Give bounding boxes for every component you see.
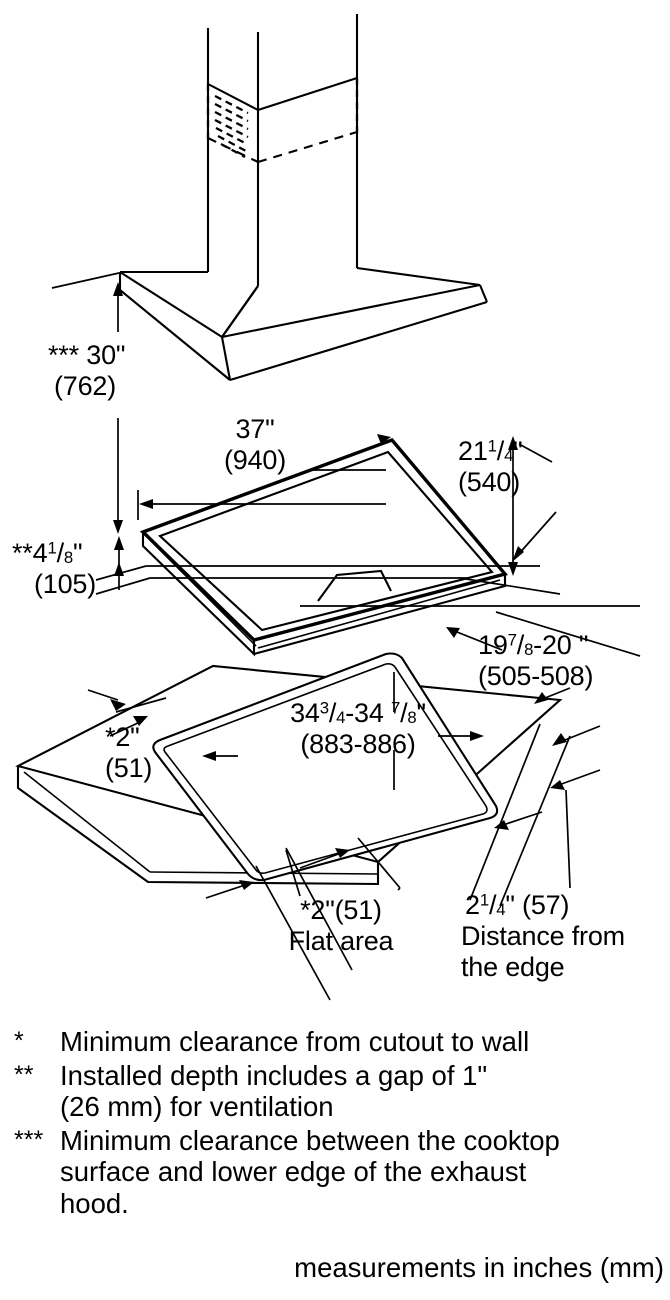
label-edge-distance-line2: Distance from <box>461 921 625 951</box>
label-hood-height-line2: (762) <box>54 371 117 401</box>
footnote-text: Minimum clearance from cutout to wall <box>60 1026 670 1058</box>
label-edge-distance: 21/4" (57) Distance from the edge <box>461 890 625 983</box>
footnote-line: hood. <box>60 1187 129 1219</box>
dimension-cutout-depth <box>446 627 601 746</box>
footnote-text: Minimum clearance between the cooktop su… <box>60 1125 670 1220</box>
label-cooktop-depth-line2: (540) <box>458 467 521 497</box>
footnote-line: surface and lower edge of the exhaust <box>60 1156 527 1187</box>
label-cutout-depth: 197/8-20 " (505-508) <box>478 630 593 692</box>
footnotes: * Minimum clearance from cutout to wall … <box>0 1026 670 1221</box>
dimension-cooktop-width <box>137 434 391 520</box>
hood-canopy <box>118 266 488 382</box>
label-installed-depth-line1: **41/8" <box>12 538 83 568</box>
label-cooktop-depth-line1: 211/4" <box>458 436 523 466</box>
footnote-mark: ** <box>14 1060 34 1089</box>
label-cutout-depth-line2: (505-508) <box>478 661 594 691</box>
footnote-mark: *** <box>14 1125 44 1154</box>
label-cutout-width-line2: (883-886) <box>300 729 416 759</box>
label-cooktop-width-line2: (940) <box>223 445 287 475</box>
dimension-hood-height <box>113 282 123 534</box>
label-cooktop-depth: 211/4" (540) <box>458 436 523 498</box>
label-cutout-width-line1: 343/4-34 7/8" <box>290 698 426 728</box>
label-hood-height: *** 30" (762) <box>48 340 125 402</box>
dimension-edge-distance <box>205 723 601 1001</box>
label-installed-depth: **41/8" (105) <box>12 538 96 600</box>
label-hood-height-line1: *** 30" <box>48 340 126 370</box>
label-cutout-width: 343/4-34 7/8" (883-886) <box>228 698 488 760</box>
footnote-line: (26 mm) for ventilation <box>60 1091 334 1122</box>
footnote-line: Minimum clearance from cutout to wall <box>60 1026 530 1057</box>
label-cooktop-width: 37" (940) <box>190 414 320 476</box>
chimney-duct <box>206 14 359 286</box>
label-cooktop-width-line1: 37" <box>235 414 275 444</box>
label-edge-distance-line1: 21/4" (57) <box>465 890 570 920</box>
footnote-line: Installed depth includes a gap of 1" <box>60 1059 488 1091</box>
footnote-item: *** Minimum clearance between the cookto… <box>0 1125 670 1220</box>
label-flat-area: *2"(51) Flat area <box>246 895 436 957</box>
dimension-installed-depth <box>95 536 151 595</box>
label-wall-clearance-line1: *2" <box>105 722 140 752</box>
label-cutout-depth-line1: 197/8-20 " <box>478 630 589 660</box>
label-wall-clearance-line2: (51) <box>105 753 153 783</box>
footnote-item: * Minimum clearance from cutout to wall <box>0 1026 670 1058</box>
chimney-vent-grille <box>214 94 249 159</box>
footnote-line: Minimum clearance between the cooktop <box>60 1124 560 1156</box>
footnote-text: Installed depth includes a gap of 1" (26… <box>60 1060 670 1123</box>
dimension-wall-clearance <box>87 689 167 737</box>
footnote-item: ** Installed depth includes a gap of 1" … <box>0 1060 670 1123</box>
measurement-units-note: measurements in inches (mm) <box>294 1252 664 1283</box>
label-installed-depth-line2: (105) <box>34 569 97 599</box>
countertop-cutout <box>152 652 499 882</box>
label-flat-area-line1: *2"(51) <box>300 895 382 925</box>
dimension-cutout-width <box>202 672 484 790</box>
label-edge-distance-line3: the edge <box>461 952 565 982</box>
label-flat-area-line2: Flat area <box>288 926 394 956</box>
label-wall-clearance: *2" (51) <box>105 722 152 784</box>
footnote-mark: * <box>14 1027 24 1055</box>
